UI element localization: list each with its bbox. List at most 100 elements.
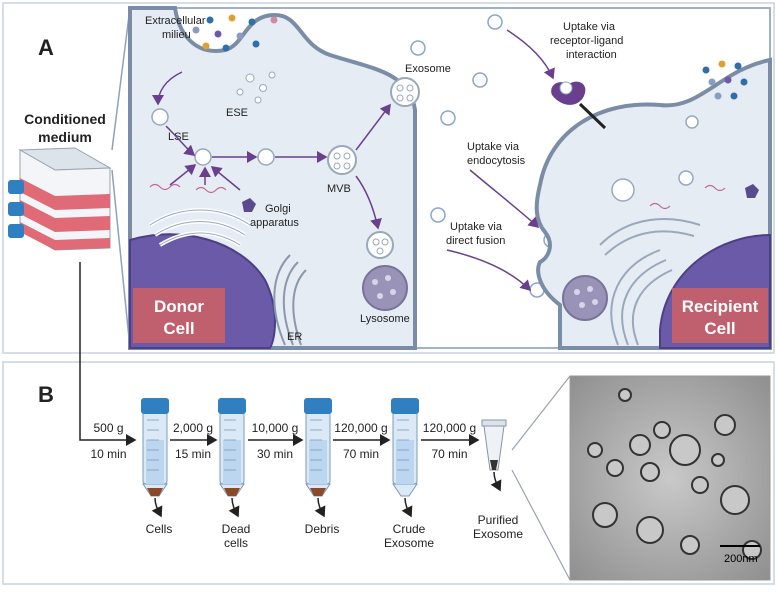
donor-er [273,254,307,346]
recipient-golgi [599,218,701,346]
uptake-endo-1: Uptake via [467,141,520,153]
tube-2 [218,398,246,497]
receptor-stalk [578,102,607,130]
bound-exosome [559,81,573,95]
tube-5 [481,419,507,471]
uptake-receptor-1: Uptake via [563,21,616,33]
mvb [327,145,357,175]
tube-liquid-4 [396,440,414,484]
product-arrow-3 [314,497,326,518]
endosome-1 [194,148,212,166]
culture-flask-stack [8,147,112,251]
recipient-lysosome [562,275,608,321]
product-label-3: Debris [305,522,340,536]
uptake-arrows [446,29,555,292]
microtube-pellet [490,460,498,470]
scale-bar-label: 200nm [724,553,758,565]
product-label-5: Exosome [473,527,523,541]
donor-cell-label-2: Cell [163,319,194,338]
recipient-cargo-protein [745,184,759,198]
product-label-1: Cells [146,522,173,536]
uptake-endo-2: endocytosis [467,155,526,167]
recipient-particles [702,60,748,100]
product-arrow-5 [490,471,502,492]
mvb-label: MVB [327,183,351,195]
product-arrow-1 [151,497,163,518]
product-label-4: Crude [393,522,426,536]
exosome-label: Exosome [405,63,451,75]
product-arrow-4 [401,497,413,518]
step-speed-2: 2,000 g [173,421,213,435]
releasing-exosome [390,77,420,107]
ese-vesicles [236,71,276,104]
mvb-to-lysosome [366,231,394,259]
tube-cap-2 [218,398,246,414]
extracellular-label-1: Extracellular [145,15,206,27]
extracellular-label-2: milieu [162,29,191,41]
zoom-line-top [111,7,131,151]
uptake-fusion-1: Uptake via [450,221,503,233]
tube-pellet-3 [310,488,326,496]
donor-pathway-arrows [152,71,391,230]
lysosome-label: Lysosome [360,313,410,325]
golgi-label-2: apparatus [250,217,299,229]
step-time-2: 15 min [175,447,211,461]
lse-label: LSE [168,131,189,143]
product-label-5: Purified [478,513,519,527]
panel-a-letter: A [38,35,54,60]
step-speed-1: 500 g [93,421,123,435]
donor-cell-label-1: Donor [154,297,204,316]
uptake-fusion-2: direct fusion [446,235,505,247]
product-label-2: Dead [222,522,251,536]
recipient-cell-label-2: Cell [704,319,735,338]
flask-connector [79,262,137,446]
tube-cap-1 [141,398,169,414]
er-label: ER [287,331,302,343]
step-speed-3: 10,000 g [252,421,299,435]
uptake-receptor-3: interaction [566,49,617,61]
step-speed-5: 120,000 g [423,421,476,435]
lse-vesicle [151,108,169,126]
tube-liquid-1 [146,440,164,484]
recipient-endosome [611,178,635,202]
tube-cap-3 [304,398,332,414]
tube-liquid-2 [223,440,241,484]
tube-cap-4 [391,398,419,414]
tem-micrograph: 200nm [569,375,771,581]
zoom-line-bottom [111,169,131,349]
tem-zoom-top [511,375,571,451]
microtube-cap [481,419,507,427]
tem-zoom-bottom [511,469,571,581]
step-time-1: 10 min [90,447,126,461]
tube-4 [391,398,419,497]
recipient-exosome [678,170,694,186]
tube-1 [141,398,169,497]
product-arrow-2 [228,497,240,518]
step-time-5: 70 min [431,447,467,461]
step-time-4: 70 min [343,447,379,461]
golgi-label-1: Golgi [265,203,291,215]
conditioned-medium-1: Conditioned [24,111,106,127]
recipient-vesicle [685,115,699,129]
conditioned-medium-2: medium [38,129,92,145]
recipient-cargo-rna [649,184,726,210]
tube-pellet-1 [147,488,163,496]
ese-label: ESE [226,107,248,119]
panel-b-letter: B [38,382,54,407]
tube-3 [304,398,332,497]
tube-pellet-2 [224,488,240,496]
extracellular-particles [192,14,278,52]
microtube-body [483,425,505,471]
tube-liquid-3 [309,440,327,484]
donor-cargo-rna [149,183,227,194]
product-label-2: cells [224,536,248,550]
step-time-3: 30 min [257,447,293,461]
recipient-cell-label-1: Recipient [682,297,759,316]
step-speed-4: 120,000 g [334,421,387,435]
product-label-4: Exosome [384,536,434,550]
donor-cell-box [133,288,225,343]
uptake-receptor-2: receptor-ligand [550,35,623,47]
lysosome [362,265,408,311]
